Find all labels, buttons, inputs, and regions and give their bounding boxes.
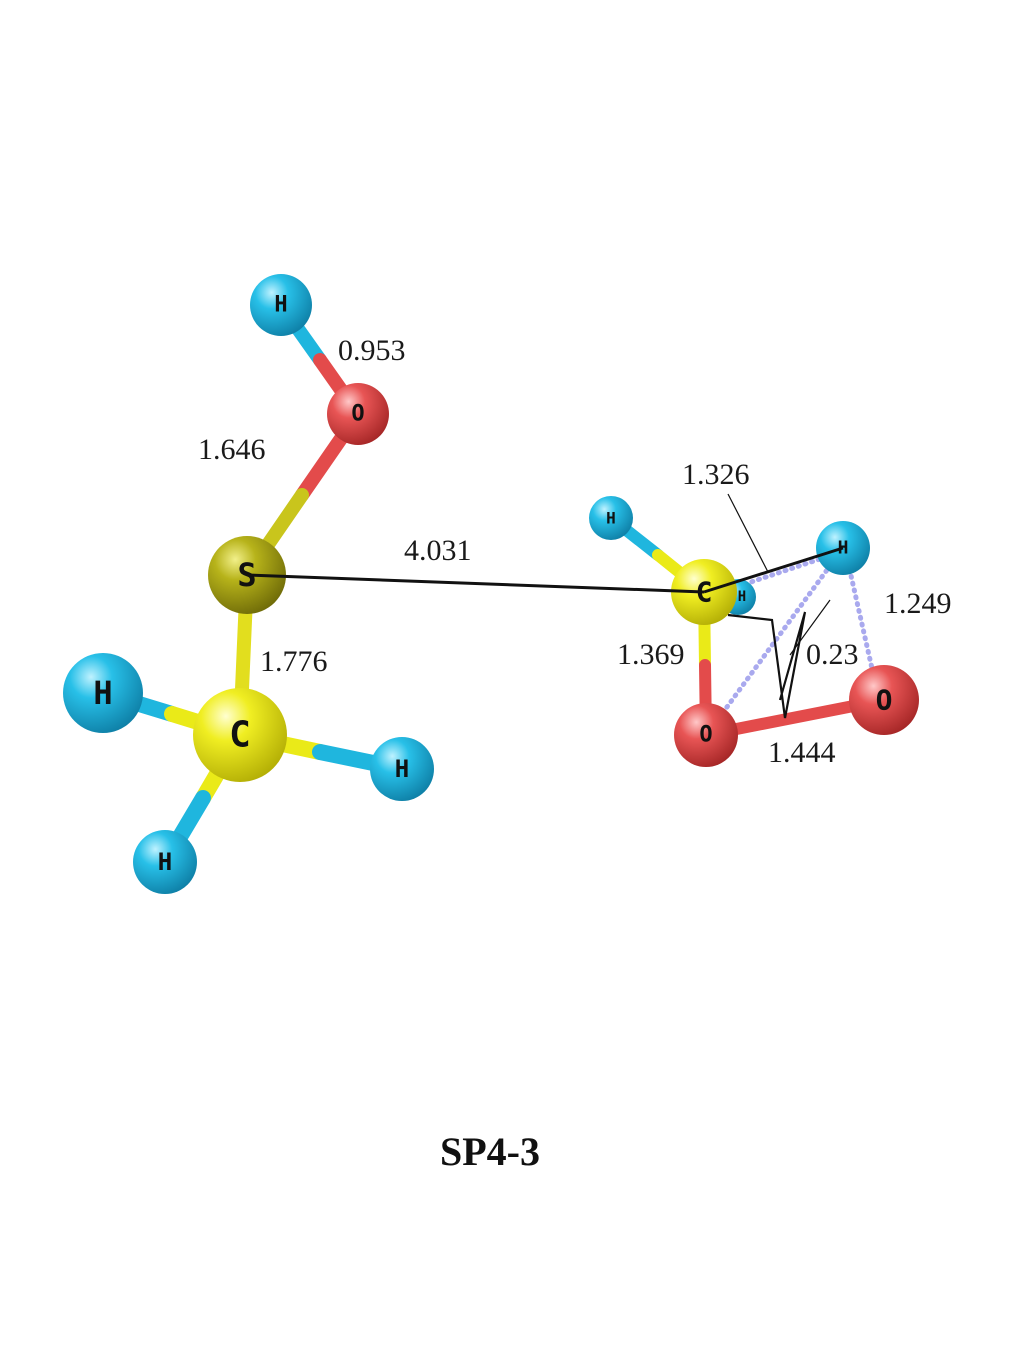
measure-line-s-c [246, 573, 705, 594]
distance-label-oh: 0.953 [338, 334, 406, 367]
atom-h-hydroxyl: H [250, 274, 312, 336]
measure-line-c-h [703, 546, 844, 594]
atom-label: H [738, 589, 746, 605]
distance-labels: 0.953 1.646 1.776 4.031 1.326 1.369 1.24… [198, 334, 952, 769]
atom-h-radical-top: H [589, 496, 633, 540]
atom-label: O [351, 402, 364, 427]
atom-label: H [158, 848, 172, 876]
angle-label: 0.23 [806, 638, 859, 671]
atom-h-methyl-left: H [63, 653, 143, 733]
atom-label: H [274, 293, 287, 318]
distance-label-ch: 1.326 [682, 458, 750, 491]
figure-caption: SP4-3 [440, 1129, 540, 1174]
measurement-lines [246, 493, 844, 719]
distance-label-co: 1.369 [617, 638, 685, 671]
atom-o-peroxy-2: O [849, 665, 919, 735]
atoms: H O S H H H C H [63, 274, 919, 894]
atom-h-methyl-bottom: H [133, 830, 197, 894]
atom-label: O [876, 684, 893, 717]
distance-label-oh-transfer: 1.249 [884, 587, 952, 620]
leader-line-1326 [727, 493, 769, 573]
atom-h-methyl-right: H [370, 737, 434, 801]
distance-label-s-c-long: 4.031 [404, 534, 472, 567]
atom-label: O [699, 723, 712, 748]
distance-label-oo: 1.444 [768, 736, 836, 769]
leader-line-angle [789, 599, 831, 656]
atom-label: H [93, 674, 112, 712]
atom-label: H [395, 755, 409, 783]
angle-marker [727, 611, 807, 719]
atom-label: H [606, 509, 616, 528]
distance-label-so: 1.646 [198, 433, 266, 466]
atom-o-peroxy-1: O [674, 703, 738, 767]
atom-label: C [229, 715, 251, 756]
atom-c-methyl: C [193, 688, 287, 782]
distance-label-sc: 1.776 [260, 645, 328, 678]
atom-o-hydroxyl: O [327, 383, 389, 445]
